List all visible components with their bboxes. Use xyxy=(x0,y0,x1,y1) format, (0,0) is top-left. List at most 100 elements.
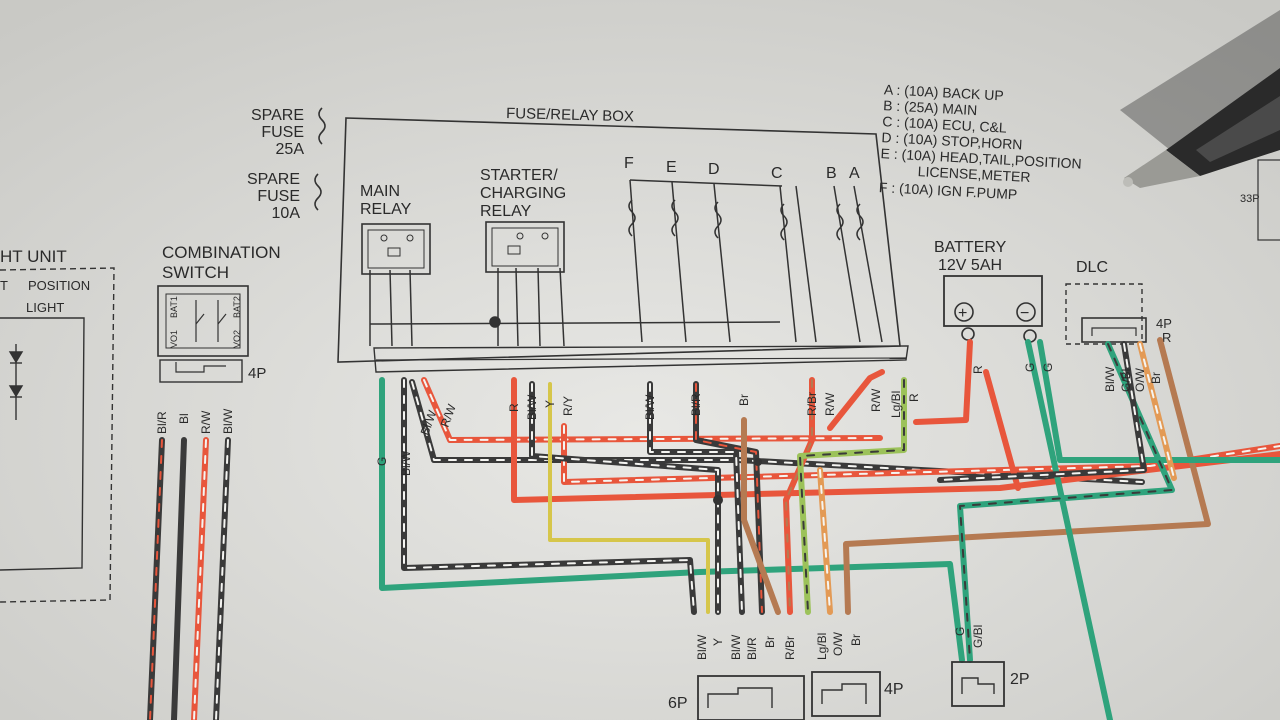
wire-label: Bl/W xyxy=(1103,366,1117,392)
wire-label: Br xyxy=(1149,372,1163,384)
wire-label: Bl/W xyxy=(399,450,413,476)
starter-charging-relay: STARTER/ CHARGING RELAY xyxy=(480,167,566,273)
wire-label: Bl/R xyxy=(155,411,169,434)
fuse-icon xyxy=(628,199,636,237)
fuse-relay-box-title: FUSE/RELAY BOX xyxy=(506,105,634,125)
combination-switch: COMBINATION SWITCH BAT1 BAT2 VO1 VO2 4P xyxy=(157,243,281,383)
combination-switch-line2: SWITCH xyxy=(162,263,229,282)
wire-label: G xyxy=(1041,363,1055,372)
wire-label: Y xyxy=(711,638,725,646)
light-unit-sub1: T xyxy=(0,278,8,293)
wire-label: Bl/W xyxy=(525,394,539,420)
wire-label: R/W xyxy=(823,392,837,416)
wire-label: R xyxy=(507,403,521,412)
wire-label: G/Bl xyxy=(1119,369,1133,392)
wire-label: Br xyxy=(849,634,863,646)
spare-fuse-25a-line2: FUSE xyxy=(261,124,304,141)
legend-e2: LICENSE,METER xyxy=(917,163,1030,185)
fuse-letter-f: F xyxy=(624,155,634,172)
spare-fuse-10a-line2: FUSE xyxy=(257,188,300,205)
dlc-connector-4p: 4P xyxy=(1156,316,1172,331)
spare-fuse-10a-line1: SPARE xyxy=(247,171,300,188)
battery-minus-terminal: − xyxy=(1020,305,1029,322)
fuse-icon xyxy=(318,107,326,145)
light-unit-sub2: POSITION xyxy=(28,278,90,293)
connector-2p-label: 2P xyxy=(1010,671,1030,688)
connector-6p-label: 6P xyxy=(668,695,688,712)
dlc-connector-r: R xyxy=(1162,330,1171,345)
starter-relay-line3: RELAY xyxy=(480,203,532,220)
fuse-icon xyxy=(714,201,722,239)
fuse-icon xyxy=(671,199,679,237)
spare-fuse-10a-line3: 10A xyxy=(272,205,301,222)
combo-terminal-bat1: BAT1 xyxy=(169,296,179,318)
fuse-letter-c: C xyxy=(771,165,783,182)
main-relay-line2: RELAY xyxy=(360,201,412,218)
spare-fuse-25a: SPARE FUSE 25A xyxy=(251,107,326,158)
legend-f: F : (10A) IGN F.PUMP xyxy=(878,179,1017,202)
fuse-letter-d: D xyxy=(708,161,720,178)
combo-terminal-bat2: BAT2 xyxy=(232,296,242,318)
wire-label: Bl/W xyxy=(729,634,743,660)
wire-label: R/Y xyxy=(561,396,575,416)
main-relay: MAIN RELAY xyxy=(360,183,431,275)
wire-labels-box-mid: R Bl/W Y R/Y xyxy=(507,394,575,420)
wire-label: Lg/Bl xyxy=(889,391,903,418)
dlc-title: DLC xyxy=(1076,259,1108,276)
wire-label: Br xyxy=(763,636,777,648)
wire-label: Bl/R xyxy=(689,393,703,416)
relay-icon xyxy=(361,223,431,275)
main-relay-line1: MAIN xyxy=(360,183,400,200)
wire-label: G xyxy=(1023,363,1037,372)
legend-a: A : (10A) BACK UP xyxy=(884,81,1005,103)
fuse-icon xyxy=(314,173,322,211)
battery-line1: BATTERY xyxy=(934,239,1007,256)
spare-fuse-10a: SPARE FUSE 10A xyxy=(247,171,322,222)
pen-tip-icon xyxy=(1120,10,1280,188)
wire-label: G xyxy=(953,627,967,636)
legend-d: D : (10A) STOP,HORN xyxy=(881,129,1023,152)
spare-fuse-25a-line1: SPARE xyxy=(251,107,304,124)
light-unit: HT UNIT T POSITION LIGHT xyxy=(0,247,115,603)
wire-labels-dlc: Bl/W G/Bl O/W Br xyxy=(1103,366,1163,392)
wire-label: Bl/W xyxy=(695,634,709,660)
starter-relay-line1: STARTER/ xyxy=(480,167,558,184)
wire-label: G/Bl xyxy=(971,625,985,648)
light-unit-sub3: LIGHT xyxy=(26,300,64,315)
wire-label: R/W xyxy=(869,388,883,412)
wire-label: O/W xyxy=(831,631,845,656)
legend-c: C : (10A) ECU, C&L xyxy=(882,113,1007,136)
wire-label: Bl/W xyxy=(643,394,657,420)
battery-line2: 12V 5AH xyxy=(938,257,1002,274)
wire-label: Lg/Bl xyxy=(815,633,829,660)
wire-harness xyxy=(147,337,1280,720)
connector-33p-label: 33P xyxy=(1240,193,1260,205)
fuse-letters: F E D C B A xyxy=(624,155,860,182)
fuse-icon xyxy=(836,203,844,241)
dlc-connector: DLC 4P R xyxy=(1065,259,1172,345)
fuse-icon xyxy=(856,203,864,241)
light-unit-title: HT UNIT xyxy=(0,247,67,266)
combo-terminal-vo1: VO1 xyxy=(169,330,179,348)
fuse-bank xyxy=(369,179,883,347)
relay-icon xyxy=(485,221,565,273)
connector-4p: Lg/Bl O/W Br 4P xyxy=(811,631,904,717)
wire-label: Br xyxy=(737,394,751,406)
battery-plus-terminal: + xyxy=(958,305,967,322)
wire-label: R/W xyxy=(199,410,213,434)
legend-b: B : (25A) MAIN xyxy=(883,97,978,118)
wire-label: Bl/R xyxy=(745,637,759,660)
wire-label: O/W xyxy=(1133,367,1147,392)
connector-4p-label: 4P xyxy=(884,681,904,698)
wire-label: R xyxy=(971,365,985,374)
wire-label: Bl xyxy=(177,413,191,424)
diode-icon xyxy=(8,344,24,420)
fuse-icon xyxy=(780,203,788,241)
fuse-legend: A : (10A) BACK UP B : (25A) MAIN C : (10… xyxy=(878,81,1082,202)
wire-labels-battery: R G G xyxy=(971,363,1055,374)
connector-2p: G G/Bl 2P xyxy=(951,625,1030,707)
wire-label: Bl/W xyxy=(221,408,235,434)
wire-labels-combo: Bl/R Bl R/W Bl/W xyxy=(155,408,235,434)
fuse-letter-a: A xyxy=(849,165,860,182)
